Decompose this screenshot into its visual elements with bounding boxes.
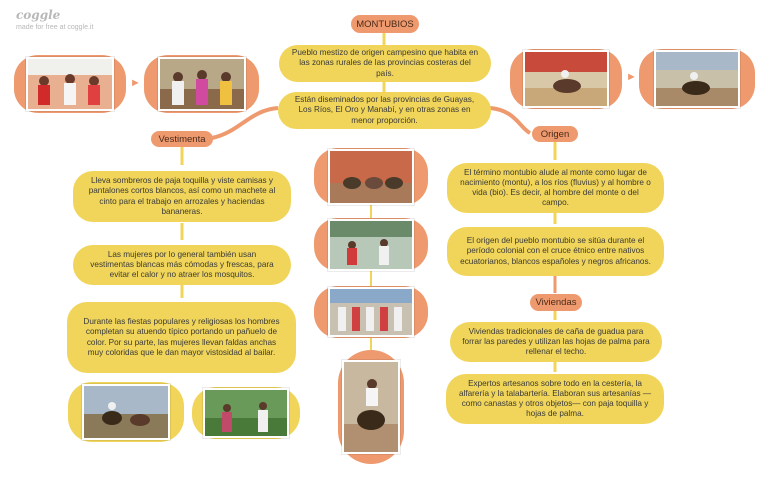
viviendas-node-artesanos[interactable]: Expertos artesanos sobre todo en la cest… xyxy=(446,374,664,424)
cattle-image xyxy=(82,384,170,440)
dancers-image-2 xyxy=(157,57,246,111)
center-node-description[interactable]: Pueblo mestizo de origen campesino que h… xyxy=(279,45,491,82)
photo-node-garden[interactable] xyxy=(192,387,300,439)
horses-image xyxy=(328,148,414,205)
vestimenta-node-mujeres[interactable]: Las mujeres por lo general también usan … xyxy=(73,245,291,285)
garden-image xyxy=(203,388,289,438)
photo-node-horses[interactable] xyxy=(314,148,428,205)
rodeo-image-1 xyxy=(523,50,609,108)
photo-node-rider[interactable] xyxy=(338,350,404,464)
rider-image xyxy=(342,360,400,454)
photo-node-cattle[interactable] xyxy=(68,382,184,442)
root-node-montubios[interactable]: MONTUBIOS xyxy=(351,15,419,33)
arrow-right-icon: ► xyxy=(626,71,637,83)
branch-viviendas[interactable]: Viviendas xyxy=(530,294,582,311)
arrow-right-icon: ► xyxy=(130,77,141,89)
photo-node-dancers-2[interactable] xyxy=(144,55,259,113)
branch-origen[interactable]: Origen xyxy=(532,126,578,142)
photo-node-fiesta[interactable] xyxy=(314,218,428,271)
rodeo-image-2 xyxy=(654,50,740,108)
origen-node-termino[interactable]: El término montubio alude al monte como … xyxy=(447,163,664,213)
photo-node-rodeo-1[interactable] xyxy=(510,49,622,109)
photo-node-parade[interactable] xyxy=(314,286,428,338)
viviendas-node-cana[interactable]: Viviendas tradicionales de caña de guadu… xyxy=(450,322,662,362)
parade-image xyxy=(328,287,414,337)
dancers-image-1 xyxy=(26,57,114,111)
coggle-logo: coggle xyxy=(16,8,61,22)
made-with-coggle: made for free at coggle.it xyxy=(16,24,94,31)
origen-node-colonial[interactable]: El origen del pueblo montubio se sitúa d… xyxy=(447,227,664,276)
photo-node-rodeo-2[interactable] xyxy=(639,49,755,109)
center-node-distribution[interactable]: Están diseminados por las provincias de … xyxy=(278,92,491,129)
photo-node-dancers-1[interactable] xyxy=(14,55,126,113)
fiesta-image xyxy=(328,218,414,271)
vestimenta-node-fiestas[interactable]: Durante las fiestas populares y religios… xyxy=(67,302,296,373)
branch-vestimenta[interactable]: Vestimenta xyxy=(151,131,213,147)
vestimenta-node-hombres[interactable]: Lleva sombreros de paja toquilla y viste… xyxy=(73,171,291,222)
